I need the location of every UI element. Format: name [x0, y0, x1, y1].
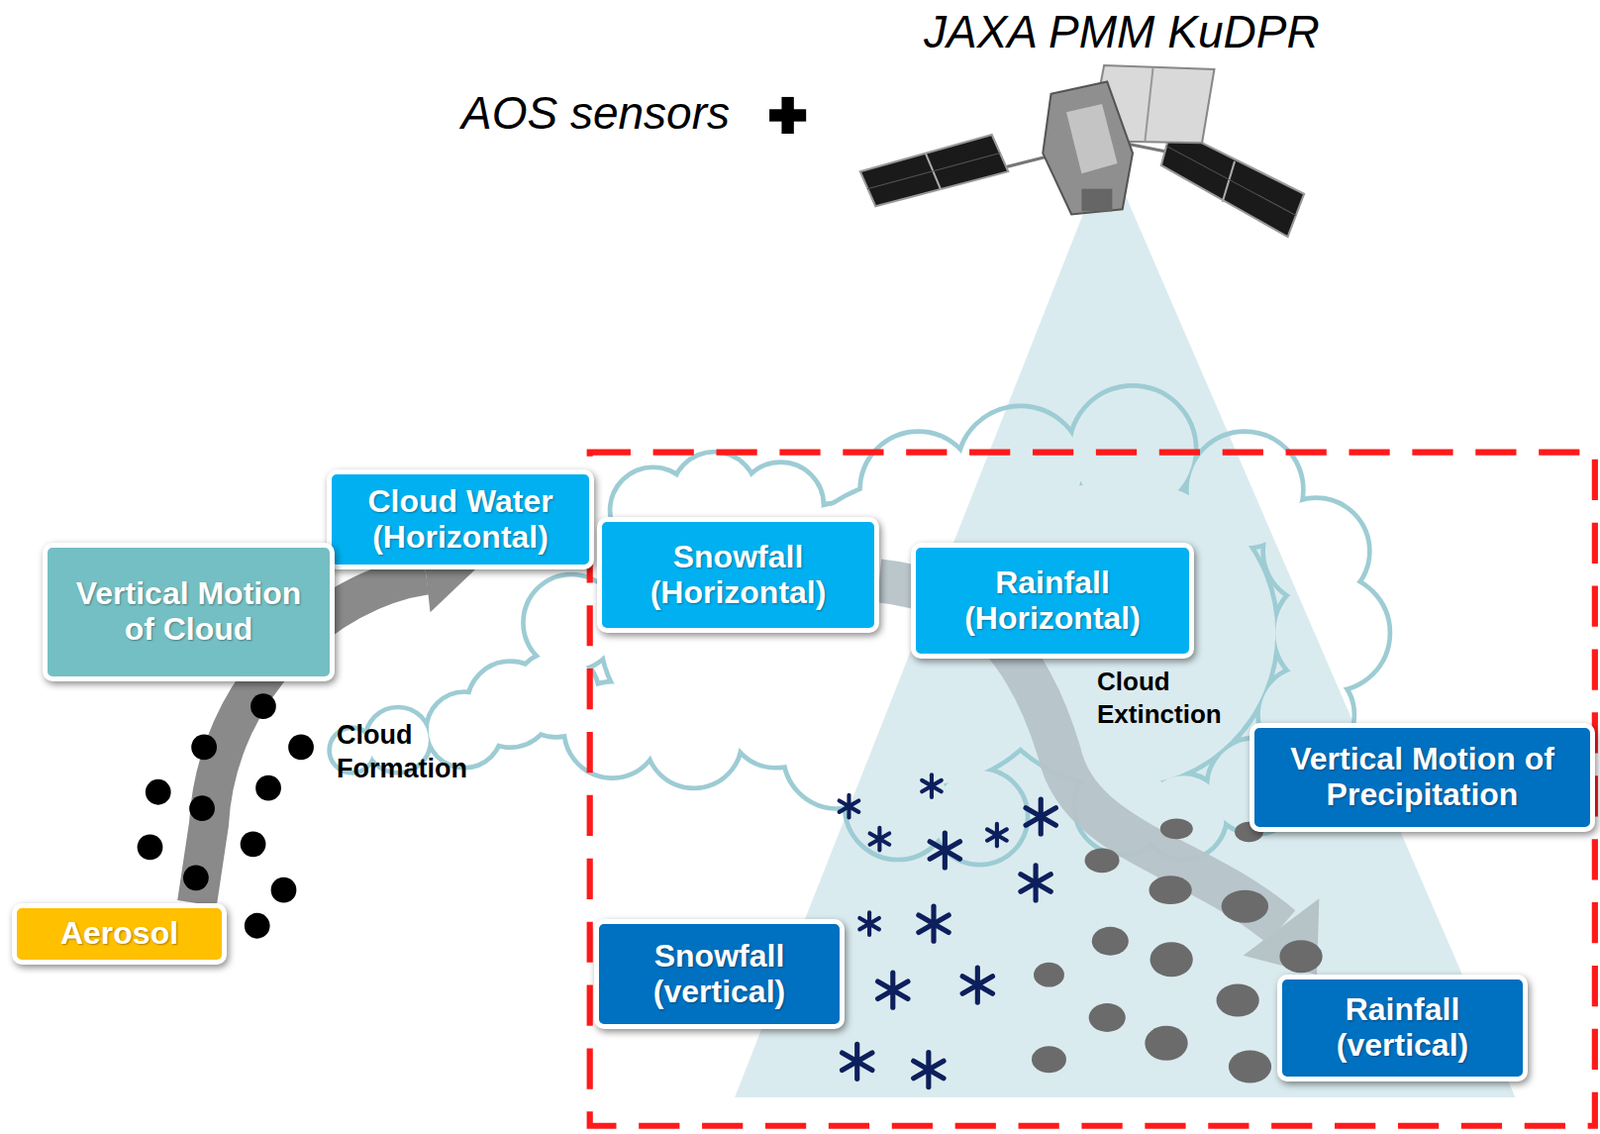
rainfall-box: Rainfall (vertical): [1277, 974, 1528, 1082]
precipitation-motion-box: Vertical Motion of Precipitation: [1249, 722, 1596, 832]
dashed-region: [590, 452, 1596, 1126]
sensor-label: AOS sensors: [461, 85, 730, 143]
rainfall-box: Rainfall (Horizontal): [910, 542, 1195, 659]
box-label: Vertical Motion of Cloud: [57, 576, 320, 648]
satellite: [860, 65, 1304, 237]
cloud-water-box: Cloud Water (Horizontal): [326, 469, 595, 570]
box-label: Aerosol: [60, 915, 179, 952]
snowfall-box: Snowfall (vertical): [594, 918, 845, 1029]
snowfall-box: Snowfall (Horizontal): [597, 516, 880, 633]
plus-sign: [769, 97, 806, 134]
box-label: Cloud Water (Horizontal): [341, 484, 580, 556]
box-label: Snowfall (Horizontal): [611, 539, 865, 611]
satellite-title: JAXA PMM KuDPR: [923, 3, 1320, 62]
box-label: Rainfall (vertical): [1292, 992, 1513, 1064]
process-label: Cloud Extinction: [1097, 665, 1246, 730]
snowflakes: [839, 774, 1057, 1087]
process-label: Cloud Formation: [336, 718, 496, 787]
aerosol-dots: [137, 693, 314, 938]
box-label: Snowfall (vertical): [608, 938, 830, 1010]
aerosol-box: Aerosol: [11, 902, 227, 965]
box-label: Vertical Motion of Precipitation: [1264, 741, 1581, 813]
box-label: Rainfall (Horizontal): [925, 565, 1180, 637]
cloud-motion-box: Vertical Motion of Cloud: [42, 542, 335, 682]
cloud-outline: [331, 388, 1389, 863]
